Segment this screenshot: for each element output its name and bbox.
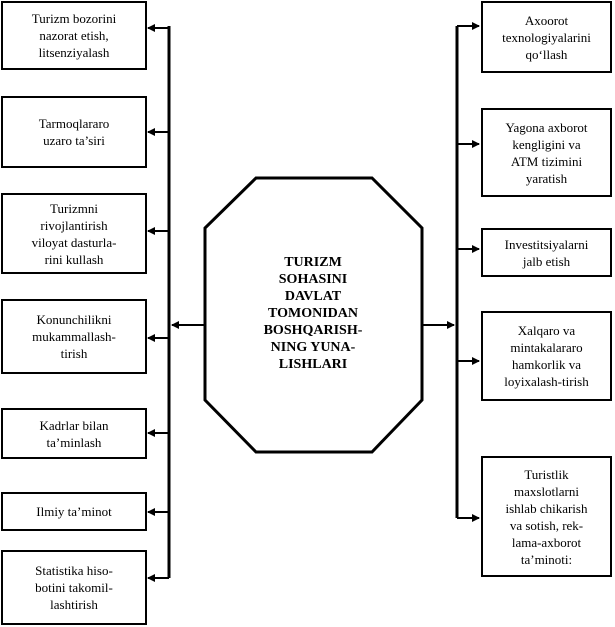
center-title: TURIZM SOHASINI DAVLAT TOMONIDAN BOSHQAR… <box>263 254 363 372</box>
left-box-statistics: Statistika hiso- botini takomil- lashtir… <box>1 550 147 625</box>
right-box-tourist-products: Turistlik maxslotlarni ishlab chikarish … <box>481 456 612 577</box>
left-box-intersectoral: Tarmoqlararo uzaro ta’siri <box>1 96 147 168</box>
left-box-legislation: Konunchilikni mukammallash- tirish <box>1 299 147 374</box>
left-box-market-control: Turizm bozorini nazorat etish, litsenziy… <box>1 1 147 70</box>
right-box-international-cooperation: Xalqaro va mintakalararo hamkorlik va lo… <box>481 311 612 401</box>
left-box-personnel: Kadrlar bilan ta’minlash <box>1 408 147 459</box>
left-box-regional-programs: Turizmni rivojlantirish viloyat dasturla… <box>1 193 147 274</box>
center-octagon <box>203 176 424 454</box>
right-box-unified-info-space: Yagona axborot kengligini va ATM tizimin… <box>481 108 612 197</box>
right-box-investments: Investitsiyalarni jalb etish <box>481 228 612 277</box>
left-box-scientific-support: Ilmiy ta’minot <box>1 492 147 531</box>
right-box-info-tech: Axoorot texnologiyalarini qo‘llash <box>481 1 612 73</box>
